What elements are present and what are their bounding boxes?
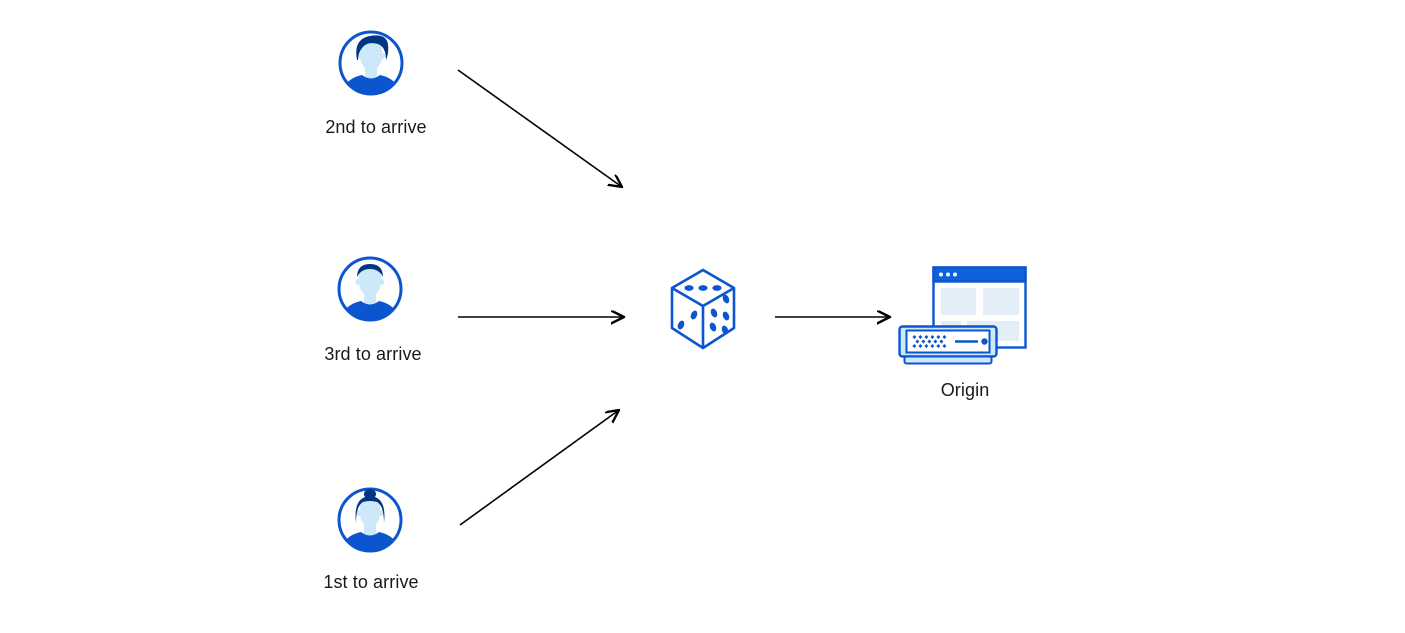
origin-server-icon (898, 266, 1027, 365)
user-bottom-label: 1st to arrive (323, 572, 419, 592)
origin-label: Origin (940, 380, 990, 400)
male-avatar-short-hair-icon (337, 256, 403, 322)
user-top-label: 2nd to arrive (325, 117, 427, 137)
user-node-middle (334, 253, 406, 330)
user-node-top (335, 27, 407, 104)
user-node-bottom (334, 484, 406, 561)
dice-node (668, 265, 738, 358)
female-avatar-bun-icon (337, 487, 403, 553)
arrow-user-top-to-dice (457, 69, 622, 187)
dice-icon (670, 268, 736, 350)
male-avatar-swept-hair-icon (338, 30, 404, 96)
origin-node (898, 266, 1028, 371)
arrow-user-bottom-to-dice (459, 410, 619, 526)
user-middle-label: 3rd to arrive (324, 344, 422, 364)
